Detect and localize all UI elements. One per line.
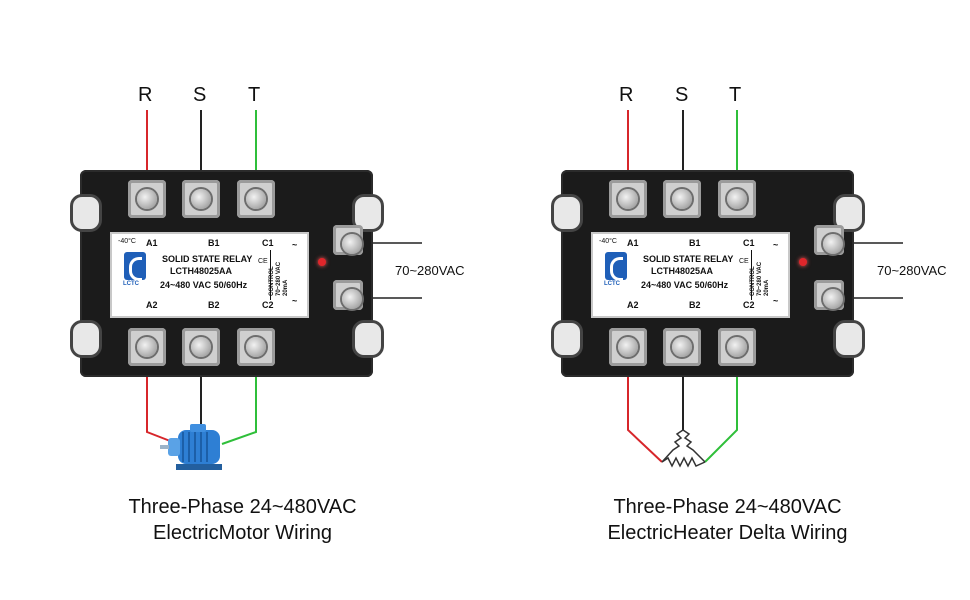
terminal-a2 xyxy=(609,328,647,366)
heater-wiring-diagram: R S T -40°C A1 B1 C1 LCTC SOLID STATE RE… xyxy=(485,0,970,600)
plate-label-c2: C2 xyxy=(262,300,274,310)
terminal-b2 xyxy=(182,328,220,366)
plate-label-b1: B1 xyxy=(689,238,701,248)
mount-hole-top-left xyxy=(551,194,583,232)
lctc-logo xyxy=(605,252,627,281)
control-terminal-positive xyxy=(333,225,363,255)
control-line-2: 70~280 VAC xyxy=(757,261,763,296)
relay-label-plate: -40°C A1 B1 C1 LCTC SOLID STATE RELAY LC… xyxy=(110,232,309,318)
plate-label-b1: B1 xyxy=(208,238,220,248)
relay-rating: 24~480 VAC 50/60Hz xyxy=(641,280,729,290)
control-line-3: 20mA xyxy=(764,279,770,296)
plate-label-b2: B2 xyxy=(689,300,701,310)
terminal-b2 xyxy=(663,328,701,366)
logo-text: LCTC xyxy=(604,281,620,287)
caption-line-2: ElectricMotor Wiring xyxy=(153,522,332,544)
relay-rating: 24~480 VAC 50/60Hz xyxy=(160,280,248,290)
phase-label-t: T xyxy=(248,84,261,106)
caption-line-1: Three-Phase 24~480VAC xyxy=(128,496,357,518)
terminal-b1 xyxy=(663,180,701,218)
phase-label-s: S xyxy=(675,84,689,106)
ce-mark: CE xyxy=(739,258,749,265)
ce-mark: CE xyxy=(258,258,268,265)
terminal-a1 xyxy=(609,180,647,218)
relay-model: LCTH48025AA xyxy=(170,266,233,276)
electric-motor-icon xyxy=(160,424,222,470)
mount-hole-bottom-left xyxy=(70,320,102,358)
terminal-b1 xyxy=(182,180,220,218)
tilde-top: ~ xyxy=(292,240,298,250)
diagram-caption: Three-Phase 24~480VAC ElectricMotor Wiri… xyxy=(0,494,485,546)
control-line-2: 70~280 VAC xyxy=(276,261,282,296)
terminal-c1 xyxy=(237,180,275,218)
mount-hole-bottom-left xyxy=(551,320,583,358)
phase-label-r: R xyxy=(619,84,634,106)
caption-line-1: Three-Phase 24~480VAC xyxy=(613,496,842,518)
terminal-c2 xyxy=(718,328,756,366)
tilde-bottom: ~ xyxy=(292,296,298,306)
solid-state-relay: -40°C A1 B1 C1 LCTC SOLID STATE RELAY LC… xyxy=(70,170,384,377)
tilde-top: ~ xyxy=(773,240,779,250)
plate-label-a2: A2 xyxy=(627,300,639,310)
control-spec-box: CONTROL 70~280 VAC 20mA xyxy=(269,250,299,300)
temperature-mark: -40°C xyxy=(118,238,136,245)
control-voltage-label: 70~280VAC xyxy=(395,263,465,278)
relay-label-plate: -40°C A1 B1 C1 LCTC SOLID STATE RELAY LC… xyxy=(591,232,790,318)
diagram-caption: Three-Phase 24~480VAC ElectricHeater Del… xyxy=(485,494,970,546)
control-terminal-positive xyxy=(814,225,844,255)
mount-hole-bottom-right xyxy=(833,320,865,358)
control-line-1: CONTROL xyxy=(269,266,275,296)
lctc-logo xyxy=(124,252,146,281)
mount-hole-top-left xyxy=(70,194,102,232)
relay-title: SOLID STATE RELAY xyxy=(643,254,734,264)
relay-title: SOLID STATE RELAY xyxy=(162,254,253,264)
phase-label-r: R xyxy=(138,84,153,106)
terminal-a2 xyxy=(128,328,166,366)
terminal-c1 xyxy=(718,180,756,218)
motor-wiring-diagram: R S T -40°C A1 B1 C1 LCTC SOLID STATE RE… xyxy=(0,84,485,546)
plate-label-b2: B2 xyxy=(208,300,220,310)
control-voltage-label: 70~280VAC xyxy=(877,263,947,278)
status-led xyxy=(318,258,326,266)
delta-heater-icon xyxy=(661,429,706,468)
control-terminal-negative xyxy=(814,280,844,310)
phase-label-s: S xyxy=(193,84,207,106)
plate-label-c1: C1 xyxy=(262,238,274,248)
terminal-a1 xyxy=(128,180,166,218)
plate-label-a2: A2 xyxy=(146,300,158,310)
plate-label-c2: C2 xyxy=(743,300,755,310)
tilde-bottom: ~ xyxy=(773,296,779,306)
caption-line-2: ElectricHeater Delta Wiring xyxy=(607,522,848,544)
control-line-3: 20mA xyxy=(283,279,289,296)
solid-state-relay: -40°C A1 B1 C1 LCTC SOLID STATE RELAY LC… xyxy=(551,170,865,377)
plate-label-a1: A1 xyxy=(146,238,158,248)
logo-text: LCTC xyxy=(123,281,139,287)
control-terminal-negative xyxy=(333,280,363,310)
terminal-c2 xyxy=(237,328,275,366)
plate-label-a1: A1 xyxy=(627,238,639,248)
plate-label-c1: C1 xyxy=(743,238,755,248)
phase-label-t: T xyxy=(729,84,742,106)
relay-model: LCTH48025AA xyxy=(651,266,714,276)
mount-hole-bottom-right xyxy=(352,320,384,358)
control-spec-box: CONTROL 70~280 VAC 20mA xyxy=(750,250,780,300)
status-led xyxy=(799,258,807,266)
control-line-1: CONTROL xyxy=(750,266,756,296)
temperature-mark: -40°C xyxy=(599,238,617,245)
